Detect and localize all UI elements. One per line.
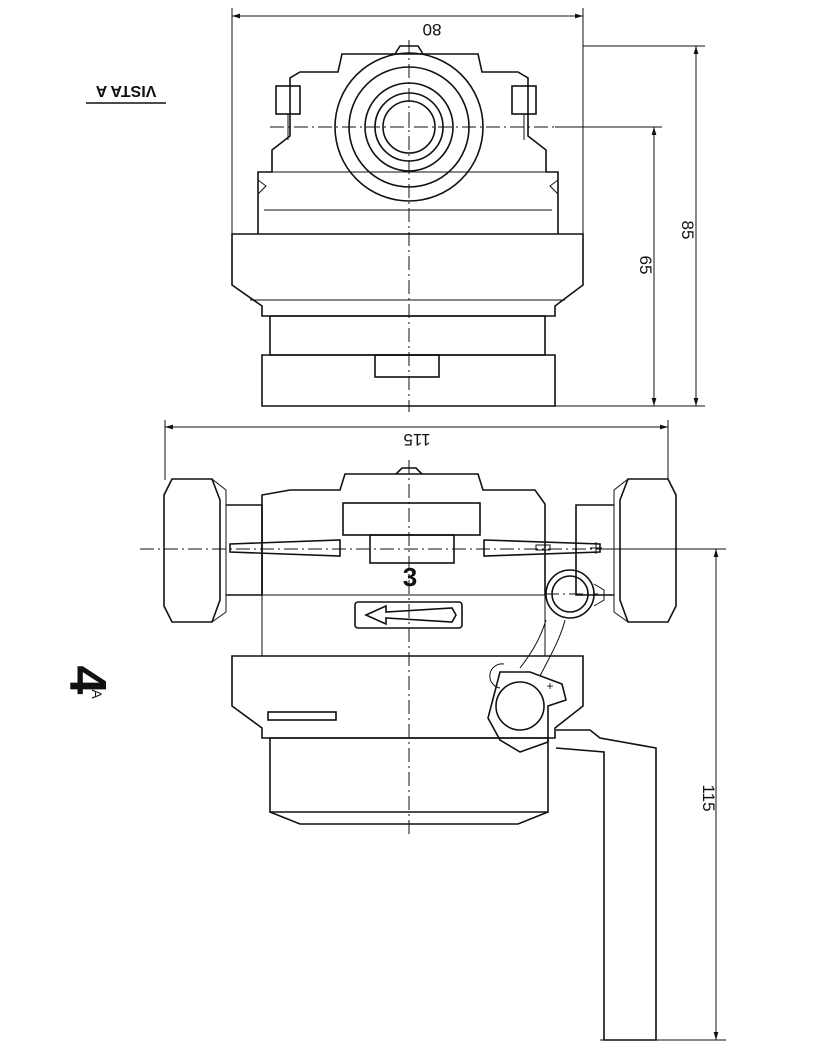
flange-left [163, 478, 221, 623]
figure-number: 4 [58, 666, 116, 695]
motor-housing-front [231, 655, 584, 739]
power-cable [555, 729, 657, 1041]
cable-gland [495, 681, 545, 731]
view-title: VISTA A [95, 82, 156, 99]
flow-direction-arrow-icon [364, 604, 457, 626]
svg-text:+: + [546, 679, 553, 693]
front-view: 115 115 3 [140, 420, 726, 1041]
window-top [342, 502, 481, 536]
pump-body [261, 473, 546, 595]
pump-head [257, 53, 559, 234]
motor-cap [261, 354, 556, 407]
terminal-box [487, 671, 567, 753]
part-number: 3 [403, 562, 417, 592]
figure-sub-label: A [89, 689, 105, 699]
flange-right [619, 478, 677, 623]
terminal-left [275, 85, 301, 115]
nameplate-slot [267, 711, 337, 721]
dim-front-height: 115 [699, 784, 718, 811]
motor-housing [231, 233, 584, 317]
terminal-right [511, 85, 537, 115]
figure-label: 4 A [58, 666, 116, 700]
dim-top-height-total: 85 [678, 221, 697, 240]
dim-top-height-axis: 65 [636, 256, 655, 275]
motor-neck [269, 315, 546, 356]
dim-top-width: 80 [423, 20, 442, 39]
top-view: 80 85 65 [86, 8, 705, 412]
dim-front-width: 115 [403, 430, 430, 449]
